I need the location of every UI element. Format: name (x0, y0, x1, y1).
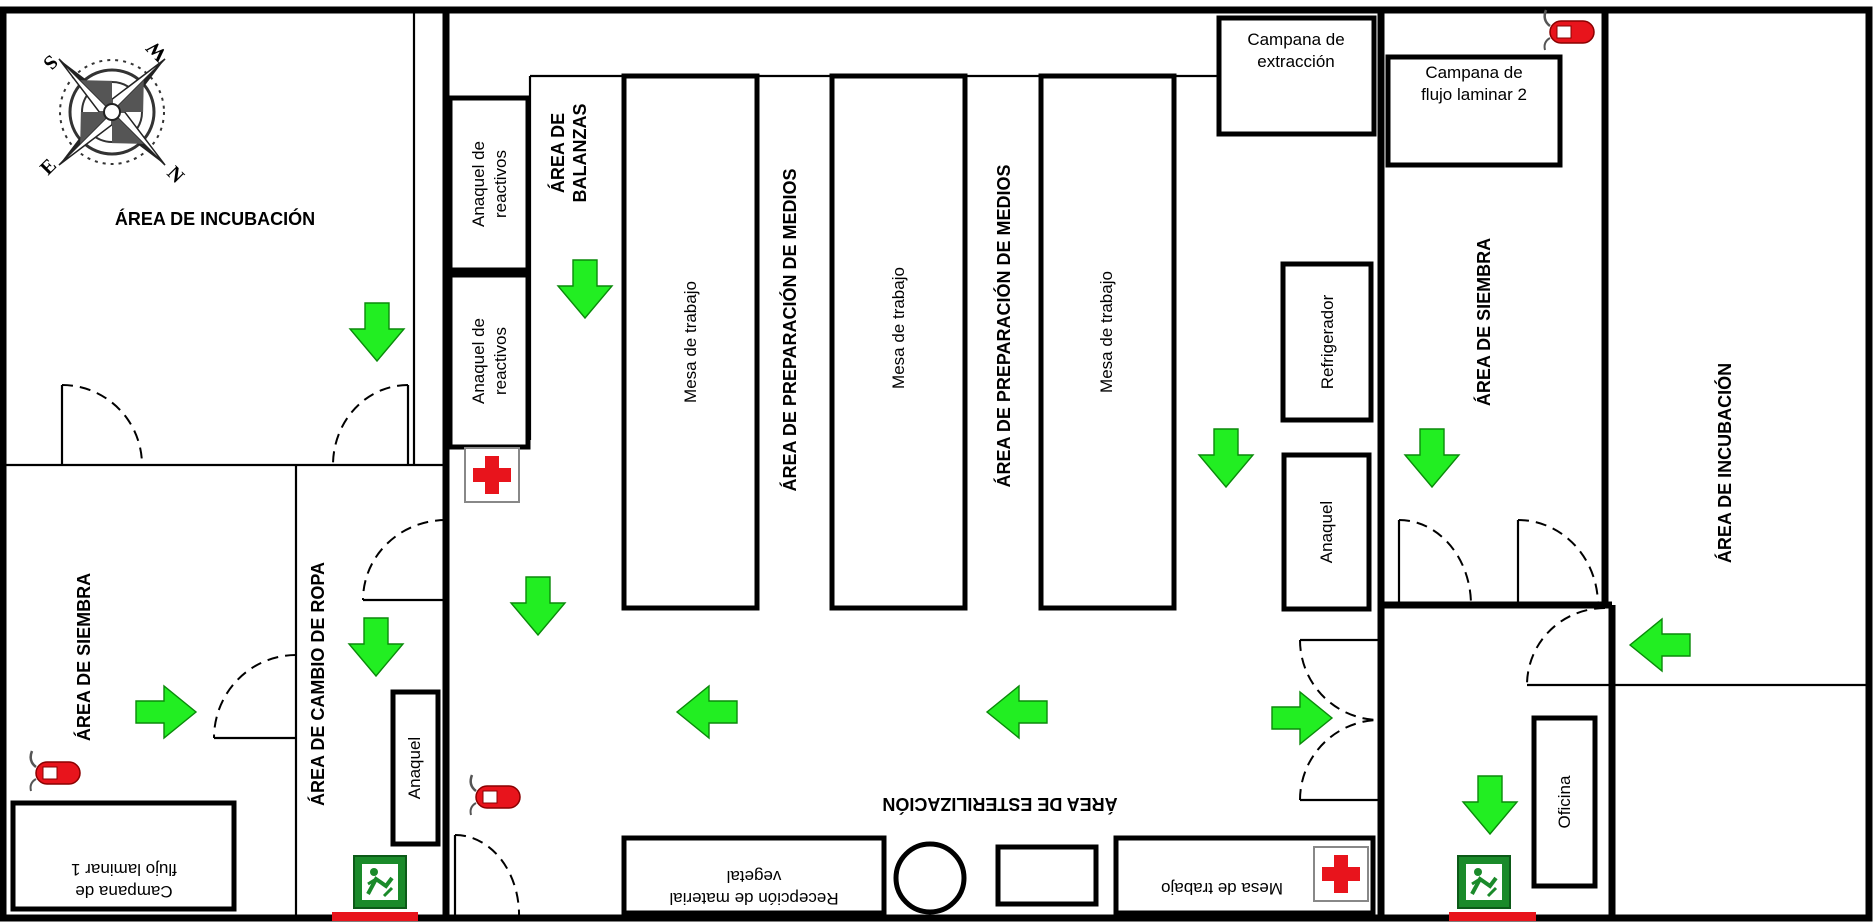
door-siembra-right-a[interactable] (1397, 519, 1472, 606)
recepcion-label-2: vegetal (727, 867, 782, 886)
campana-extraccion: Campana de extracción (1216, 15, 1377, 137)
anaquel-reactivos-b-label-2: reactivos (491, 327, 510, 395)
refrigerador-label: Refrigerador (1318, 294, 1337, 389)
fire-extinguisher-icon (1543, 8, 1596, 52)
compass-w: W (142, 36, 172, 66)
exit-bar-right (1449, 912, 1536, 921)
green-arrow-icon (1271, 691, 1333, 745)
first-aid-icon (1313, 846, 1369, 902)
small-table (995, 844, 1099, 907)
oficina-desk: Oficina (1531, 715, 1598, 889)
area-esterilizacion: ÁREA DE ESTERILIZACIÓN (882, 794, 1117, 815)
green-arrow-icon (1629, 618, 1691, 672)
door-incubacion-right[interactable] (332, 384, 410, 466)
area-balanzas-1: ÁREA DE (547, 113, 568, 193)
area-incubacion-left: ÁREA DE INCUBACIÓN (115, 208, 315, 229)
door-incubacion-left[interactable] (60, 384, 143, 466)
mesa-trabajo-3-label: Mesa de trabajo (1097, 271, 1116, 393)
green-arrow-icon (510, 576, 566, 636)
compass-rose-icon: S W E N (36, 36, 189, 188)
campana-flujo-laminar-1: Campana de flujo laminar 1 (10, 800, 237, 912)
campana-extraccion-label-2: extracción (1257, 52, 1334, 71)
compass-e: E (36, 155, 61, 180)
oficina-label: Oficina (1555, 775, 1574, 828)
anaquel-reactivos-a-label-1: Anaquel de (469, 141, 488, 227)
autoclave-circle (893, 841, 967, 915)
refrigerador: Refrigerador (1280, 261, 1374, 423)
green-arrow-icon (349, 302, 405, 362)
mesa-trabajo-4-label: Mesa de trabajo (1161, 879, 1283, 898)
recepcion-label-1: Recepción de material (669, 889, 838, 908)
door-lab-bottom[interactable] (453, 834, 521, 919)
area-siembra-right: ÁREA DE SIEMBRA (1473, 238, 1494, 406)
mesa-trabajo-2-label: Mesa de trabajo (889, 267, 908, 389)
campana-extraccion-label-1: Campana de (1247, 30, 1344, 49)
recepcion-material-vegetal: Recepción de material vegetal (621, 835, 887, 916)
exit-bar-left (332, 912, 418, 921)
anaquel-left-label: Anaquel (405, 737, 424, 799)
door-cambio-ropa[interactable] (362, 519, 447, 602)
door-siembra-right-b[interactable] (1516, 519, 1599, 606)
green-arrow-icon (986, 685, 1048, 739)
anaquel-esterilizacion: Anaquel (1281, 452, 1372, 612)
mesa-trabajo-1-label: Mesa de trabajo (681, 281, 700, 403)
green-arrow-icon (557, 259, 613, 319)
green-arrow-icon (135, 685, 197, 739)
green-arrow-icon (1404, 428, 1460, 488)
emergency-exit-icon (352, 854, 408, 910)
anaquel-reactivos-a: Anaquel de reactivos (447, 95, 531, 273)
fire-extinguisher-icon (469, 773, 522, 817)
first-aid-icon (464, 447, 520, 503)
compass-s: S (39, 50, 62, 73)
campana-flujo2-label-2: flujo laminar 2 (1421, 85, 1527, 104)
door-siembra-left[interactable] (213, 654, 297, 740)
anaquel-reactivos-a-label-2: reactivos (491, 150, 510, 218)
fire-extinguisher-icon (29, 749, 82, 793)
mesa-trabajo-1: Mesa de trabajo (621, 73, 760, 611)
area-siembra-left: ÁREA DE SIEMBRA (73, 573, 94, 741)
door-esterilizacion-right[interactable] (1299, 639, 1379, 801)
campana-flujo1-label-1: Campana de (75, 882, 172, 901)
area-cambio-ropa: ÁREA DE CAMBIO DE ROPA (307, 562, 328, 806)
anaquel-reactivos-b-label-1: Anaquel de (469, 318, 488, 404)
green-arrow-icon (348, 617, 404, 677)
green-arrow-icon (1462, 775, 1518, 835)
campana-flujo-laminar-2: Campana de flujo laminar 2 (1385, 54, 1563, 168)
green-arrow-icon (676, 685, 738, 739)
compass-n: N (162, 162, 188, 188)
area-preparacion-1: ÁREA DE PREPARACIÓN DE MEDIOS (779, 168, 800, 491)
anaquel-cambio-ropa: Anaquel (390, 689, 441, 847)
mesa-trabajo-2: Mesa de trabajo (829, 73, 968, 611)
door-oficina[interactable] (1526, 607, 1606, 687)
anaquel-reactivos-b: Anaquel de reactivos (447, 272, 531, 450)
area-preparacion-2: ÁREA DE PREPARACIÓN DE MEDIOS (993, 164, 1014, 487)
campana-flujo2-label-1: Campana de (1425, 63, 1522, 82)
area-incubacion-right: ÁREA DE INCUBACIÓN (1714, 363, 1735, 563)
green-arrow-icon (1198, 428, 1254, 488)
anaquel-right-label: Anaquel (1317, 501, 1336, 563)
area-balanzas-2: BALANZAS (570, 104, 590, 203)
campana-flujo1-label-2: flujo laminar 1 (71, 860, 177, 879)
mesa-trabajo-3: Mesa de trabajo (1038, 73, 1177, 611)
emergency-exit-icon (1456, 854, 1512, 910)
